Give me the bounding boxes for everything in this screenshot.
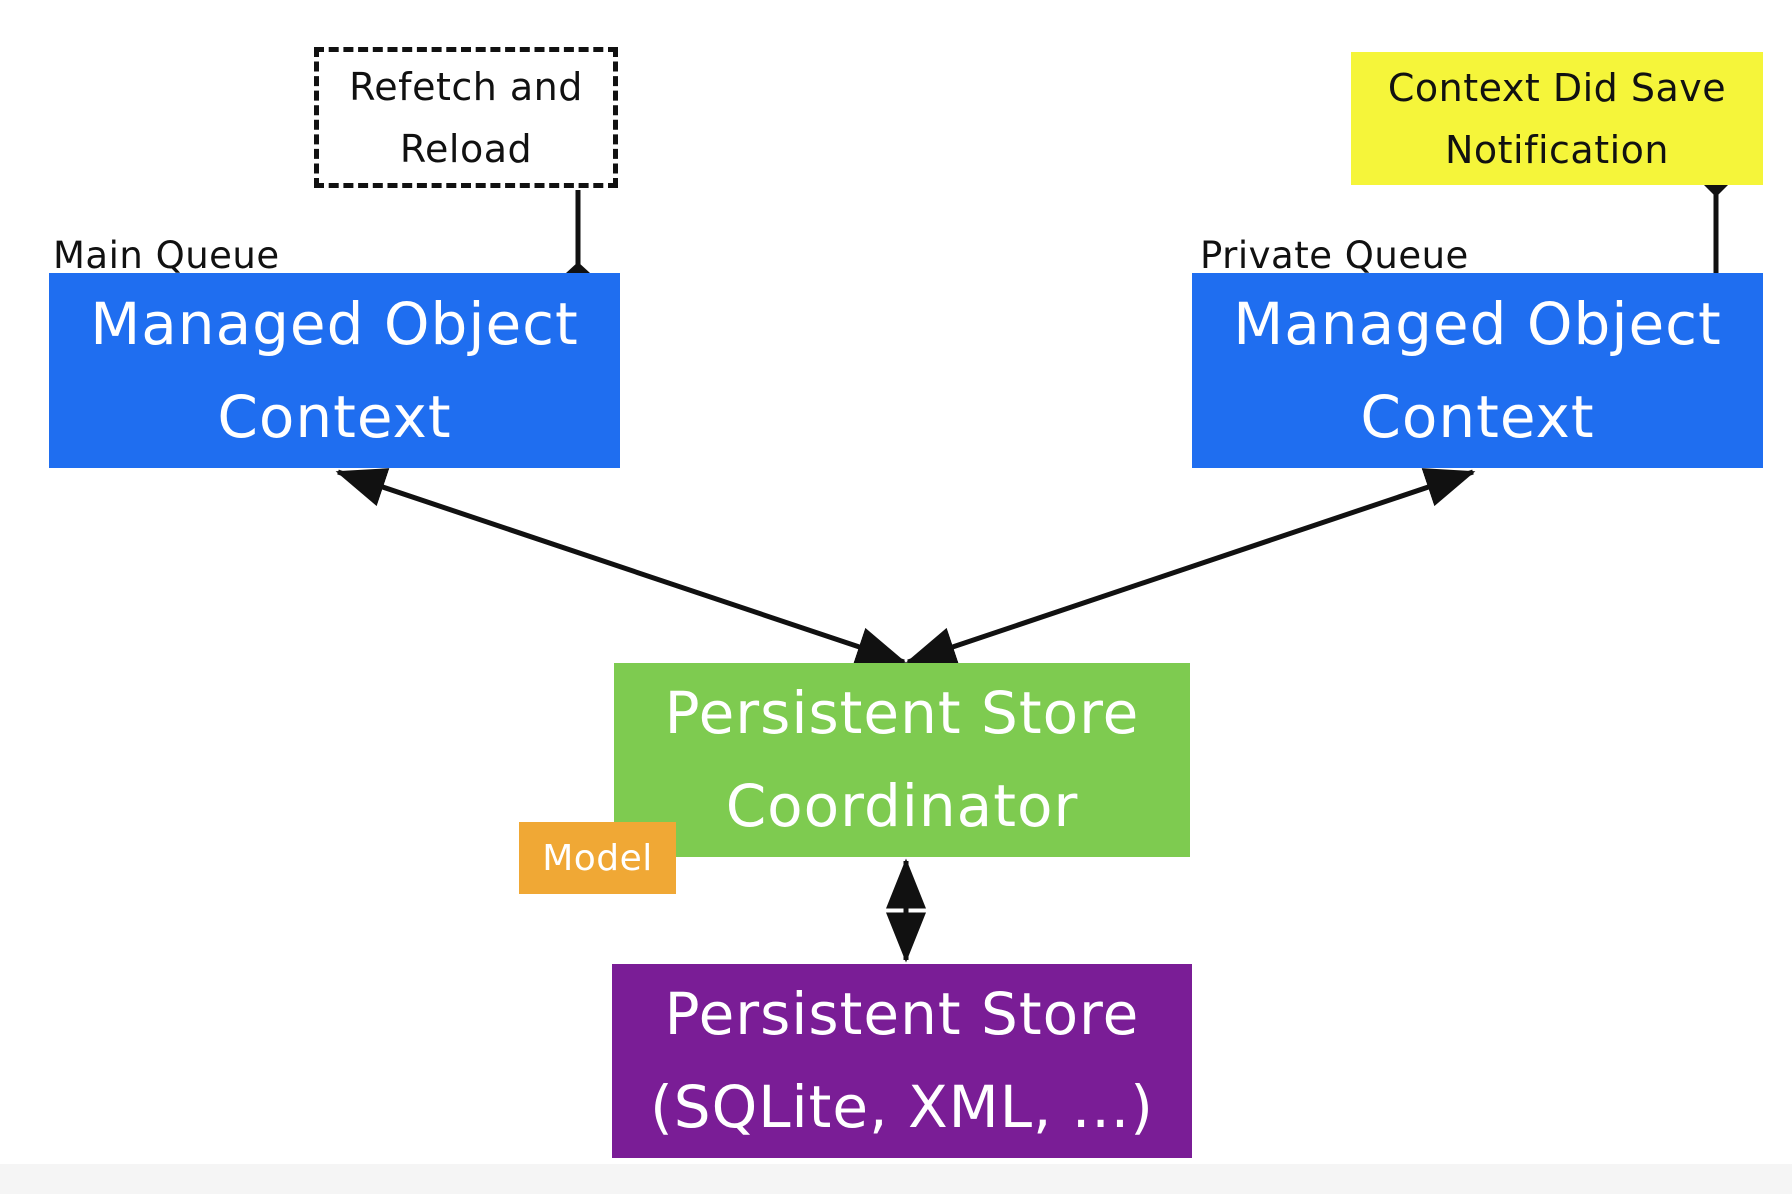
main-queue-label: Main Queue <box>53 234 280 277</box>
moc-main-line-2: Context <box>217 382 452 451</box>
managed-object-context-private: Managed Object Context <box>1192 273 1763 468</box>
persistent-store: Persistent Store (SQLite, XML, ...) <box>612 964 1192 1158</box>
managed-object-context-main: Managed Object Context <box>49 273 620 468</box>
private-queue-label: Private Queue <box>1200 234 1469 277</box>
edge-moc-left-to-coordinator <box>335 468 907 666</box>
refetch-line-2: Reload <box>399 126 533 171</box>
model-badge: Model <box>519 822 676 894</box>
refetch-and-reload-box: Refetch and Reload <box>314 47 618 188</box>
persistent-store-coordinator: Persistent Store Coordinator <box>614 663 1190 857</box>
refetch-line-1: Refetch and <box>349 64 583 109</box>
notification-line-2: Notification <box>1444 127 1670 172</box>
footer-band <box>0 1164 1792 1194</box>
coordinator-line-2: Coordinator <box>725 772 1079 840</box>
coordinator-line-1: Persistent Store <box>664 679 1140 747</box>
edge-refetch-bump <box>566 262 590 273</box>
store-line-2: (SQLite, XML, ...) <box>650 1073 1154 1141</box>
notification-line-1: Context Did Save <box>1387 65 1727 110</box>
edge-moc-right-to-coordinator <box>905 468 1476 666</box>
moc-main-line-1: Managed Object <box>90 289 579 358</box>
moc-private-line-2: Context <box>1360 382 1595 451</box>
edge-notification-bump <box>1704 185 1728 197</box>
moc-private-line-1: Managed Object <box>1233 289 1722 358</box>
store-line-1: Persistent Store <box>664 980 1140 1048</box>
context-did-save-notification-box: Context Did Save Notification <box>1351 52 1763 185</box>
